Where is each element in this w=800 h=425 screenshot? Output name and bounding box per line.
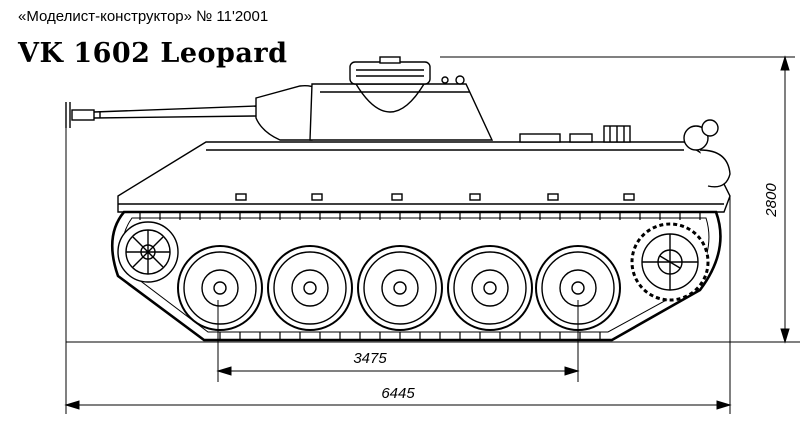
drawing-title: VK 1602 Leopard — [18, 38, 288, 69]
fender-details — [235, 193, 635, 201]
idler-wheel — [117, 221, 179, 283]
road-wheel-3 — [357, 245, 443, 331]
hull — [117, 141, 731, 213]
track-top-links — [139, 212, 701, 220]
wheelbase-dimension-line — [216, 300, 580, 382]
track-bottom-links — [219, 332, 601, 340]
wheelbase-dimension-label: 3475 — [353, 350, 387, 367]
length-dimension-label: 6445 — [381, 385, 415, 402]
commander-cupola — [349, 56, 431, 113]
exhaust — [683, 119, 731, 188]
road-wheel-4 — [447, 245, 533, 331]
road-wheel-1 — [177, 245, 263, 331]
gun-barrel — [65, 102, 257, 128]
height-dimension-label: 2800 — [763, 183, 780, 218]
length-dimension-line — [64, 128, 732, 414]
road-wheel-2 — [267, 245, 353, 331]
drive-sprocket — [630, 222, 710, 302]
engine-deck-details — [519, 125, 631, 143]
height-dimension-line — [440, 55, 795, 344]
magazine-header: «Моделист-конструктор» № 11'2001 — [18, 8, 269, 25]
